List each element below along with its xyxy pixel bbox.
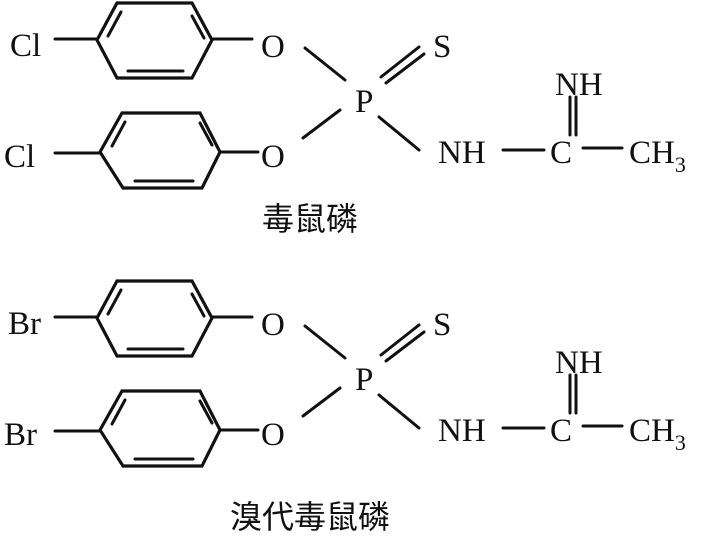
methyl-group: CH3 [629,413,686,455]
imine-group: NH [555,67,603,103]
sulfur-atom: S [433,29,451,65]
sulfur-atom: S [433,307,451,343]
compound-name-label: 溴代毒鼠磷 [230,498,390,536]
halogen-atom-top: Br [8,306,41,342]
halogen-atom-bottom: Cl [4,139,35,175]
bond-skeleton [53,279,624,468]
compound-name-label: 毒鼠磷 [262,200,358,238]
oxygen-atom-top: O [261,29,285,65]
carbon-atom: C [550,135,572,171]
carbon-atom: C [550,413,572,449]
oxygen-atom-bottom: O [261,139,285,175]
structure-bromo-analogue: Br Br O O P S NH C NH CH3 溴代毒鼠磷 [4,279,686,536]
amine-group: NH [438,413,486,449]
imine-group: NH [555,345,603,381]
oxygen-atom-bottom: O [261,417,285,453]
phosphorus-atom: P [355,84,373,120]
amine-group: NH [438,135,486,171]
oxygen-atom-top: O [261,307,285,343]
halogen-atom-bottom: Br [4,417,37,453]
structure-tetramine-phosphorothioate: Cl Cl O O P S NH C NH CH3 毒鼠磷 [4,1,686,238]
phosphorus-atom: P [355,362,373,398]
bond-skeleton [53,1,624,190]
methyl-group: CH3 [629,135,686,177]
halogen-atom-top: Cl [10,28,41,64]
